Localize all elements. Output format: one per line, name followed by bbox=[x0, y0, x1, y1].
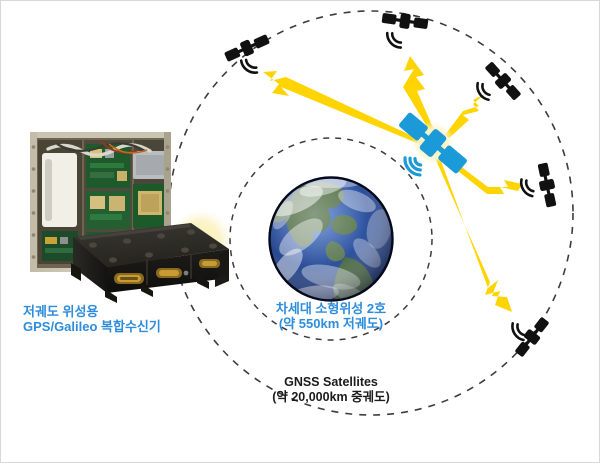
signal-bolt-3 bbox=[445, 94, 485, 138]
gnss-label-line1: GNSS Satellites bbox=[284, 375, 378, 389]
gnss-satellite-5 bbox=[511, 317, 549, 357]
leo-satellite-label-line2: (약 550km 저궤도) bbox=[278, 316, 384, 332]
signal-bolt-5 bbox=[435, 158, 512, 312]
receiver-label: 저궤도 위성용 GPS/Galileo 복합수신기 bbox=[23, 304, 161, 335]
gps-galileo-receiver-photo bbox=[30, 132, 229, 303]
earth bbox=[268, 176, 394, 302]
dsub-connector-1 bbox=[114, 273, 144, 284]
black-receiver-enclosure bbox=[71, 223, 229, 303]
leo-satellite-label-line1: 차세대 소형위성 2호 bbox=[275, 301, 387, 316]
gnss-satellite-3 bbox=[476, 62, 521, 102]
gnss-label-line2: (약 20,000km 중궤도) bbox=[272, 389, 390, 404]
receiver-label-line1: 저궤도 위성용 bbox=[23, 304, 99, 319]
dsub-connector-2 bbox=[156, 268, 189, 278]
gnss-satellite-2 bbox=[381, 13, 429, 49]
signal-bolt-1 bbox=[263, 71, 423, 143]
leo-satellite bbox=[399, 112, 467, 177]
receiver-label-line2: GPS/Galileo 복합수신기 bbox=[23, 319, 161, 335]
signal-bolt-2 bbox=[403, 56, 434, 133]
leo-satellite-label: 차세대 소형위성 2호 (약 550km 저궤도) bbox=[231, 301, 431, 332]
gnss-label: GNSS Satellites (약 20,000km 중궤도) bbox=[226, 375, 436, 405]
dsub-connector-3 bbox=[199, 259, 220, 268]
gnss-satellite-1 bbox=[224, 34, 270, 74]
gnss-satellite-4 bbox=[519, 162, 557, 208]
leo-orbit bbox=[229, 137, 433, 341]
